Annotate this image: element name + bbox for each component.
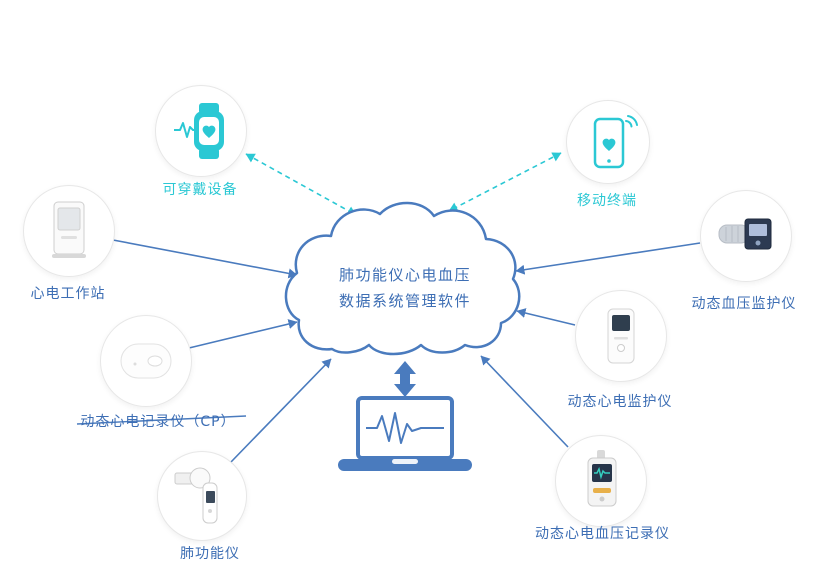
device-node-wearable (155, 85, 247, 177)
ecg-workstation-label: 心电工作站 (30, 286, 106, 302)
cp-recorder-label: 动态心电记录仪（CP） (80, 414, 236, 430)
arrow-spirometer-cloud (230, 358, 332, 463)
arrow-bp-monitor-cloud (515, 242, 701, 275)
cloud-title-line2: 数据系统管理软件 (338, 292, 471, 310)
smartwatch-icon (174, 103, 224, 159)
bp-monitor-image (718, 218, 772, 250)
cloud-shape (284, 201, 521, 356)
cloud-title: 肺功能仪心电血压 数据系统管理软件 (313, 262, 497, 314)
ecg-workstation-image (52, 201, 86, 258)
device-node-mobile-terminal (566, 100, 650, 184)
arrow-mobile-cloud (448, 152, 562, 212)
mobile-terminal-label: 移动终端 (577, 193, 637, 209)
device-node-ecg-workstation (23, 185, 115, 277)
device-node-spirometer (157, 451, 247, 541)
device-node-ecg-bp-recorder (555, 435, 647, 527)
ecg-monitor-image (607, 308, 635, 364)
ecg-bp-recorder-image (587, 450, 617, 507)
wearable-label: 可穿戴设备 (162, 182, 238, 198)
cp-label-line (76, 415, 247, 425)
cp-recorder-image (120, 343, 172, 379)
double-arrow-icon (394, 361, 416, 397)
spirometer-label: 肺功能仪 (180, 546, 240, 562)
device-node-cp-recorder (100, 315, 192, 407)
arrow-cp-recorder-cloud (188, 319, 298, 349)
bp-monitor-label: 动态血压监护仪 (691, 296, 797, 312)
arrow-wearable-cloud (245, 153, 357, 216)
laptop-icon (338, 396, 472, 471)
ecg-monitor-label: 动态心电监护仪 (567, 394, 673, 410)
arrow-ecg-monitor-cloud (516, 308, 576, 326)
ecg-bp-recorder-label: 动态心电血压记录仪 (535, 526, 670, 542)
cloud-title-line1: 肺功能仪心电血压 (338, 266, 471, 284)
arrow-ecg-bp-recorder-cloud (480, 355, 569, 448)
device-node-ecg-monitor (575, 290, 667, 382)
smartphone-icon (593, 115, 638, 169)
spirometer-image (174, 467, 218, 524)
device-node-bp-monitor (700, 190, 792, 282)
arrow-workstation-cloud (112, 239, 298, 279)
